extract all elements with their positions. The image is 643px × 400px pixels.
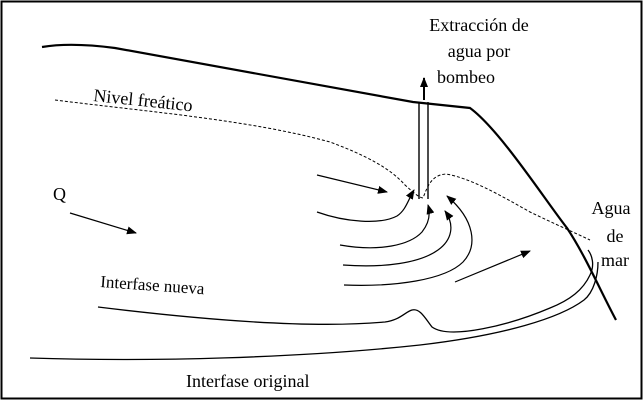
original-interface-label: Interfase original — [186, 371, 309, 391]
extraction-label-line1: Extracción de — [429, 15, 528, 35]
flow-arrow-curve-2 — [339, 204, 435, 249]
water-table-line — [54, 99, 591, 241]
flow-arrow-sea — [454, 250, 531, 283]
flow-arrow-curve-1 — [316, 189, 415, 222]
extraction-label-line3: bombeo — [437, 67, 495, 87]
new-interface-line — [97, 249, 594, 333]
flow-q-label: Q — [53, 184, 66, 204]
flow-arrow-curve-3 — [342, 210, 454, 267]
flow-arrow-upper — [316, 174, 388, 194]
sea-water-label-line2: de — [607, 226, 624, 246]
new-interface-label: Interfase nueva — [100, 272, 206, 298]
extraction-label-line2: agua por — [448, 41, 510, 61]
flow-arrow-curve-4 — [343, 195, 473, 286]
regional-flow-arrow — [69, 212, 137, 235]
water-table-label: Nivel freático — [93, 85, 194, 115]
sea-water-label-line1: Agua — [592, 198, 631, 218]
ground-surface-line — [41, 43, 617, 321]
sea-water-label-line3: mar — [601, 250, 629, 270]
original-interface-line — [29, 261, 599, 361]
